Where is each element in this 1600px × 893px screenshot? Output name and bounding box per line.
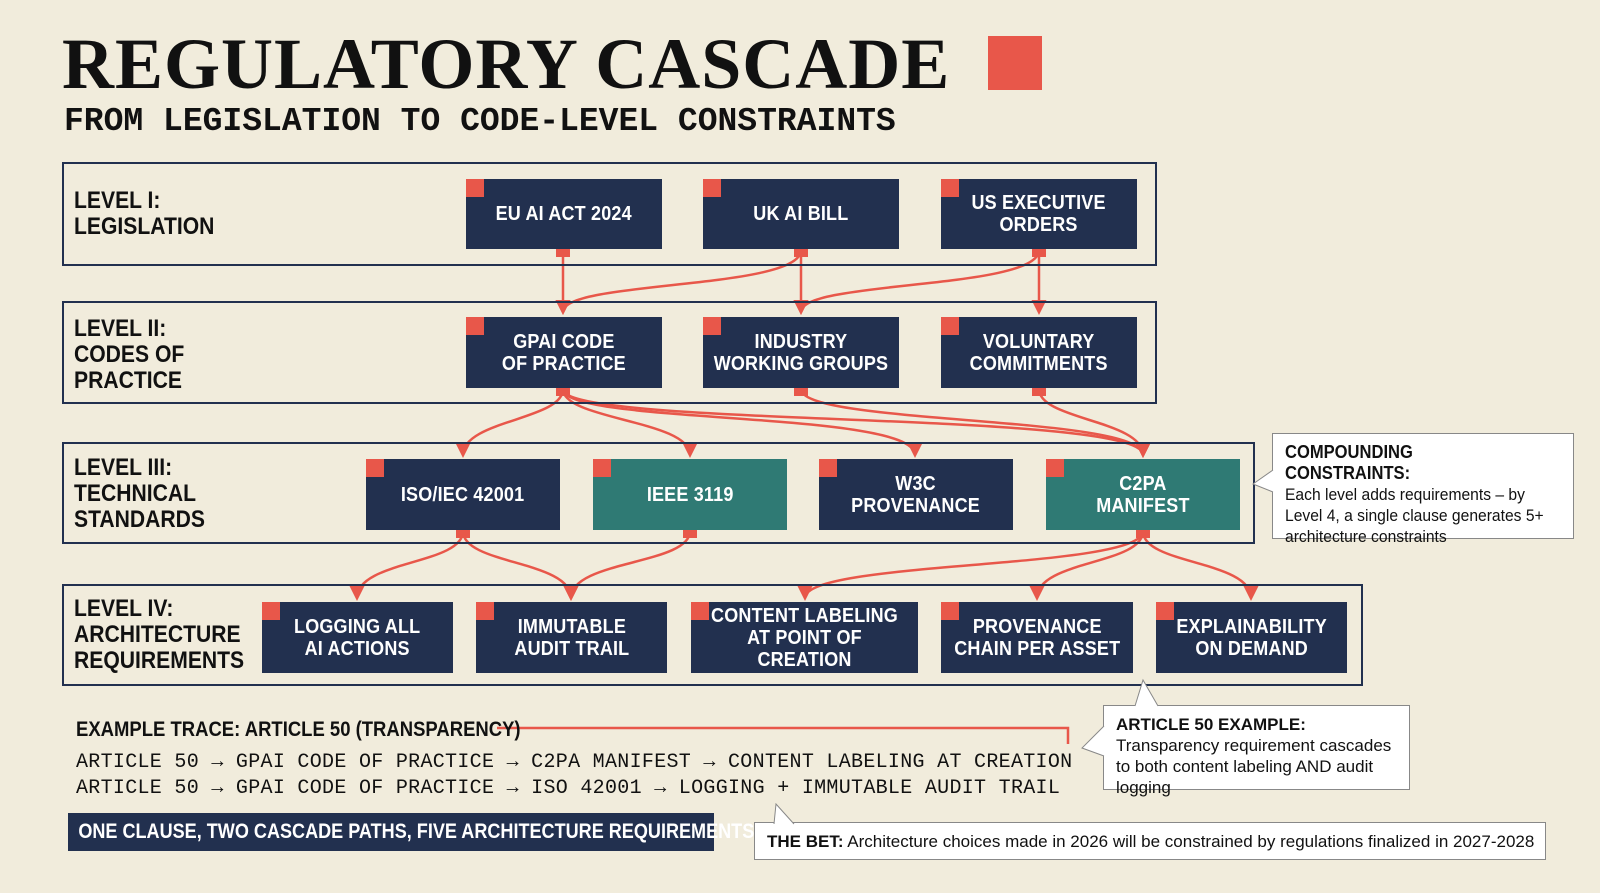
summary-banner: ONE CLAUSE, TWO CASCADE PATHS, FIVE ARCH… [68,813,754,851]
node-label: LOGGING ALL AI ACTIONS [294,615,421,660]
trace-path-1: ARTICLE 50 → GPAI CODE OF PRACTICE → C2P… [76,751,1073,774]
callout-pointer [773,803,795,825]
article-50-callout: ARTICLE 50 EXAMPLE: Transparency require… [1103,705,1410,797]
level-2-frame [62,301,1157,404]
node-provenance-chain: PROVENANCE CHAIN PER ASSET [941,602,1133,673]
node-corner-marker [466,317,484,335]
node-corner-marker [819,459,837,477]
level-4-label: LEVEL IV: ARCHITECTURE REQUIREMENTS [74,595,245,674]
node-iso-42001: ISO/IEC 42001 [366,459,560,530]
level-4-frame [62,584,1363,686]
node-corner-marker [691,602,709,620]
callout-body: Transparency requirement cascades to bot… [1116,736,1392,797]
node-label: CONTENT LABELING AT POINT OF CREATION [711,604,898,671]
callout-body: Each level adds requirements – by Level … [1285,485,1544,546]
title-accent-square [988,36,1042,90]
node-label: ISO/IEC 42001 [401,483,525,506]
callout-pointer [1081,678,1159,757]
node-corner-marker [466,179,484,197]
node-corner-marker [703,317,721,335]
node-us-executive-orders: US EXECUTIVE ORDERS [941,179,1137,249]
node-w3c-provenance: W3C PROVENANCE [819,459,1013,530]
node-corner-marker [476,602,494,620]
node-label: C2PA MANIFEST [1096,472,1190,517]
callout-title: THE BET: [767,832,844,851]
node-immutable-audit-trail: IMMUTABLE AUDIT TRAIL [476,602,667,673]
node-label: GPAI CODE OF PRACTICE [501,330,626,375]
node-industry-working-groups: INDUSTRY WORKING GROUPS [703,317,899,388]
level-1-label: LEVEL I: LEGISLATION [74,187,215,240]
node-corner-marker [366,459,384,477]
level-1-frame [62,162,1157,266]
node-label: UK AI BILL [753,203,849,225]
node-eu-ai-act: EU AI ACT 2024 [466,179,662,249]
node-corner-marker [262,602,280,620]
node-label: INDUSTRY WORKING GROUPS [713,330,889,375]
node-label: PROVENANCE CHAIN PER ASSET [953,615,1121,660]
callout-body: Architecture choices made in 2026 will b… [847,832,1535,851]
callout-title: COMPOUNDING CONSTRAINTS: [1285,442,1413,483]
level-2-label: LEVEL II: CODES OF PRACTICE [74,315,185,394]
callout-pointer [1252,470,1274,493]
node-corner-marker [941,602,959,620]
node-label: VOLUNTARY COMMITMENTS [970,330,1108,375]
node-label: W3C PROVENANCE [851,472,981,517]
node-label: IMMUTABLE AUDIT TRAIL [514,615,629,660]
summary-text: ONE CLAUSE, TWO CASCADE PATHS, FIVE ARCH… [78,820,755,843]
node-corner-marker [1046,459,1064,477]
node-label: EU AI ACT 2024 [495,203,633,225]
level-3-label: LEVEL III: TECHNICAL STANDARDS [74,454,206,533]
node-voluntary-commitments: VOLUNTARY COMMITMENTS [941,317,1137,388]
node-label: IEEE 3119 [646,483,734,506]
node-label: EXPLAINABILITY ON DEMAND [1176,615,1327,660]
node-label: US EXECUTIVE ORDERS [971,192,1107,236]
level-3-frame [62,442,1255,544]
node-gpai-code: GPAI CODE OF PRACTICE [466,317,662,388]
node-explainability: EXPLAINABILITY ON DEMAND [1156,602,1347,673]
node-corner-marker [941,179,959,197]
page-title: REGULATORY CASCADE [62,24,951,104]
node-corner-marker [703,179,721,197]
node-corner-marker [941,317,959,335]
node-c2pa-manifest: C2PA MANIFEST [1046,459,1240,530]
callout-title: ARTICLE 50 EXAMPLE: [1116,715,1306,734]
compounding-constraints-callout: COMPOUNDING CONSTRAINTS: Each level adds… [1272,433,1574,546]
trace-heading: EXAMPLE TRACE: ARTICLE 50 (TRANSPARENCY) [76,718,521,741]
the-bet-callout: THE BET: Architecture choices made in 20… [754,822,1546,860]
node-ieee-3119: IEEE 3119 [593,459,787,530]
node-content-labeling: CONTENT LABELING AT POINT OF CREATION [691,602,918,673]
node-corner-marker [593,459,611,477]
node-uk-ai-bill: UK AI BILL [703,179,899,249]
trace-path-2: ARTICLE 50 → GPAI CODE OF PRACTICE → ISO… [76,777,1061,800]
node-corner-marker [1156,602,1174,620]
node-logging-ai-actions: LOGGING ALL AI ACTIONS [262,602,453,673]
page-subtitle: FROM LEGISLATION TO CODE-LEVEL CONSTRAIN… [64,103,896,140]
